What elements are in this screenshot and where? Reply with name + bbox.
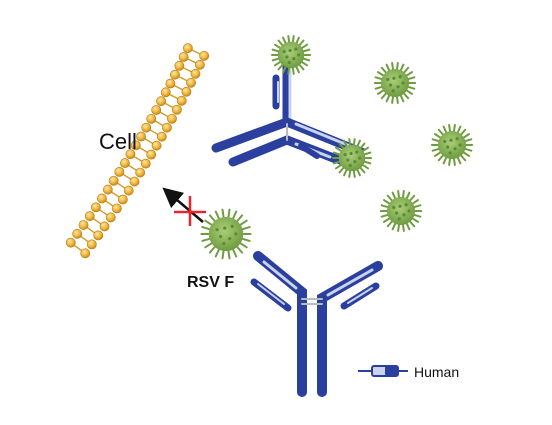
legend-label: Human: [414, 364, 459, 380]
virus-particle-icon: [270, 35, 312, 75]
antibody-icon: [358, 365, 408, 377]
virus-particle-icon: [373, 62, 417, 104]
legend: Human: [358, 364, 459, 380]
virus-particles: [200, 35, 474, 260]
upper-antibody: [211, 45, 366, 167]
virus-particle-icon: [379, 190, 423, 232]
rsv-f-label: RSV F: [187, 274, 234, 291]
cross-icon: [174, 196, 206, 226]
cell-membrane: [65, 43, 210, 259]
virus-particle-icon: [200, 208, 252, 260]
arrow-icon: [162, 187, 204, 223]
cell-label: Cell: [99, 129, 137, 154]
virus-particle-icon: [430, 124, 474, 166]
lower-antibody: [250, 251, 383, 397]
virus-particle-icon: [331, 138, 373, 178]
